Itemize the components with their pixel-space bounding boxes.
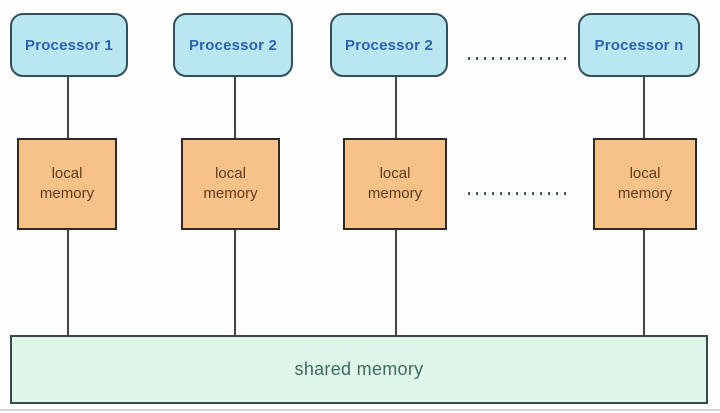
connector-processor1-localmemory1 xyxy=(67,77,69,138)
local-memory-1-label: local memory xyxy=(39,164,95,202)
local-memory-1-box: local memory xyxy=(17,138,117,230)
connector-localmemoryn-sharedmemory xyxy=(643,230,645,335)
processor-1-node: Processor 1 xyxy=(10,13,128,77)
connector-localmemory1-sharedmemory xyxy=(67,230,69,335)
local-memory-n-box: local memory xyxy=(593,138,697,230)
local-memory-3-box: local memory xyxy=(343,138,447,230)
connector-localmemory2-sharedmemory xyxy=(234,230,236,335)
processor-2-node: Processor 2 xyxy=(173,13,293,77)
connector-processorn-localmemoryn xyxy=(643,77,645,138)
bottom-divider-line xyxy=(0,409,720,411)
shared-memory-box: shared memory xyxy=(10,335,708,404)
connector-processor2-localmemory2 xyxy=(234,77,236,138)
local-memory-2-box: local memory xyxy=(181,138,280,230)
ellipsis-dots-processor-row xyxy=(468,57,568,60)
processor-3-node: Processor 2 xyxy=(330,13,448,77)
ellipsis-dots-local-memory-row xyxy=(468,192,568,195)
local-memory-n-label: local memory xyxy=(617,164,673,202)
local-memory-3-label: local memory xyxy=(367,164,423,202)
connector-localmemory3-sharedmemory xyxy=(395,230,397,335)
connector-processor3-localmemory3 xyxy=(395,77,397,138)
local-memory-2-label: local memory xyxy=(203,164,258,202)
processor-n-node: Processor n xyxy=(578,13,700,77)
